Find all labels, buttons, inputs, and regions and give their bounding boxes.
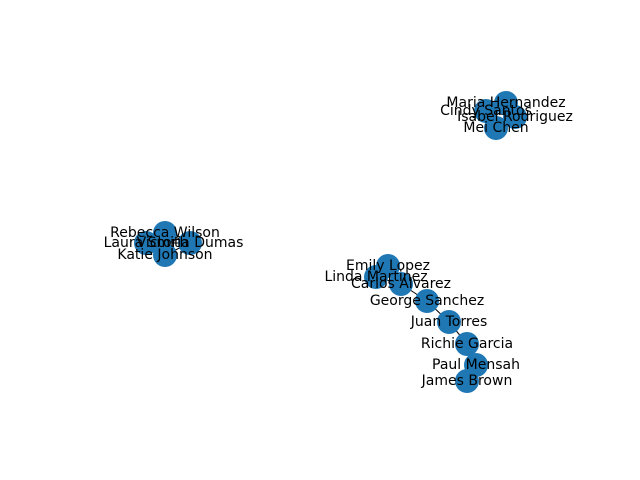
nodes-layer [134, 91, 527, 393]
node-linda-martinez [364, 265, 388, 289]
node-label-juan-torres: Juan Torres [410, 314, 488, 330]
node-label-laura-smith: Laura Smith [104, 235, 189, 251]
node-label-carlos-alvarez: Carlos Alvarez [351, 276, 451, 292]
node-label-rebecca-wilson: Rebecca Wilson [110, 225, 220, 241]
node-label-emily-lopez: Emily Lopez [346, 258, 430, 274]
node-victoria-dumas [178, 231, 202, 255]
node-label-james-brown: James Brown [421, 373, 513, 389]
node-juan-torres [437, 310, 461, 334]
node-mei-chen [484, 116, 508, 140]
node-label-paul-mensah: Paul Mensah [432, 357, 520, 373]
node-george-sanchez [415, 289, 439, 313]
node-laura-smith [134, 231, 158, 255]
node-label-cindy-santos: Cindy Santos [440, 103, 532, 119]
node-label-mei-chen: Mei Chen [463, 120, 528, 136]
node-label-maria-hernandez: Maria Hernandez [446, 95, 565, 111]
node-isabel-rodriguez [503, 105, 527, 129]
node-richie-garcia [455, 332, 479, 356]
node-label-katie-johnson: Katie Johnson [117, 247, 212, 263]
node-label-victoria-dumas: Victoria Dumas [137, 235, 244, 251]
node-label-isabel-rodriguez: Isabel Rodriguez [457, 109, 573, 125]
node-label-linda-martinez: Linda Martinez [324, 269, 427, 285]
node-label-richie-garcia: Richie Garcia [421, 336, 513, 352]
node-katie-johnson [153, 243, 177, 267]
node-rebecca-wilson [153, 221, 177, 245]
node-james-brown [455, 369, 479, 393]
node-carlos-alvarez [389, 272, 413, 296]
node-label-george-sanchez: George Sanchez [370, 293, 484, 309]
